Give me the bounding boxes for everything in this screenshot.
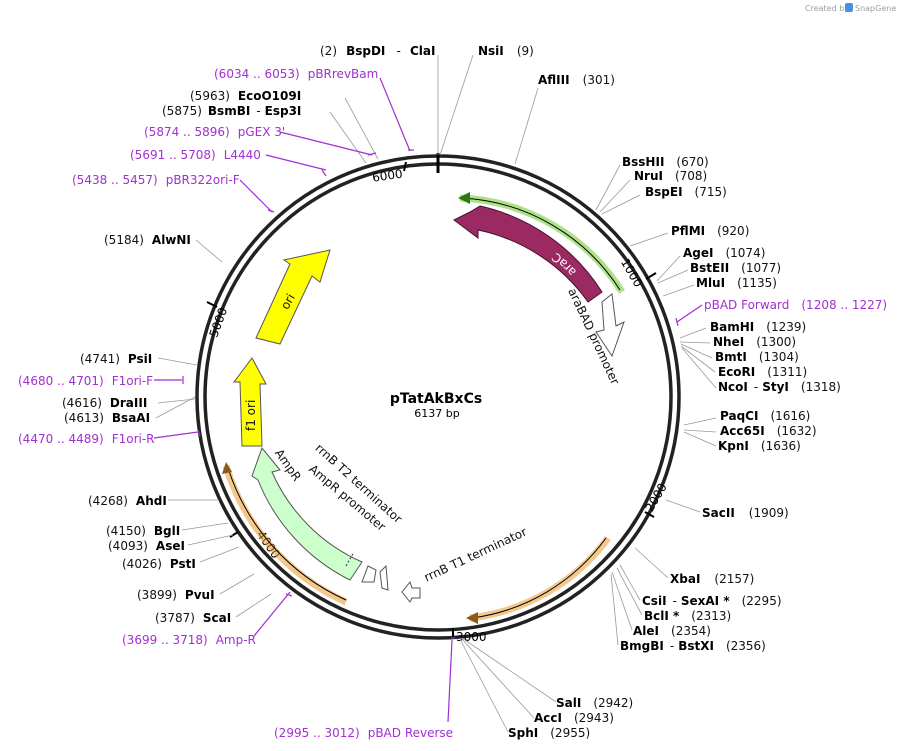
bsmbi-label: (5875)BsmBI-Esp3I <box>162 104 301 118</box>
ampr-label: AmpR <box>272 446 304 483</box>
primer-lines <box>153 77 703 723</box>
ahdi-label: (4268)AhdI <box>88 494 167 508</box>
ori-feature[interactable] <box>255 249 331 345</box>
tick-3000: 3000 <box>456 630 487 644</box>
bamhi-label: BamHI(1239) <box>710 320 806 334</box>
kpni-label: KpnI(1636) <box>718 439 801 453</box>
ampr-promoter-arrow[interactable] <box>361 565 377 583</box>
psii-label: (4741)PsiI <box>80 352 152 366</box>
snapgene-logo-icon <box>845 3 853 12</box>
sphi-label: SphI(2955) <box>508 726 590 740</box>
ncoi-label: NcoI-StyI(1318) <box>718 380 841 394</box>
pflmi-label: PflMI(920) <box>671 224 749 238</box>
pvui-label: (3899)PvuI <box>137 588 215 602</box>
pbad-forward-label: pBAD Forward(1208 .. 1227) <box>704 298 887 312</box>
agei-label: AgeI(1074) <box>683 246 765 260</box>
bmti-label: BmtI(1304) <box>715 350 799 364</box>
tick-1000: 1000 <box>618 256 645 289</box>
draiii-label: (4616)DraIII <box>62 396 147 410</box>
csii-label: CsiI-SexAI *(2295) <box>642 594 782 608</box>
amp-r-label: (3699 .. 3718)Amp-R <box>122 633 256 647</box>
bspdi-label: (2) BspDI - ClaI <box>320 40 435 59</box>
arac-feature[interactable] <box>453 205 603 303</box>
ecori-label: EcoRI(1311) <box>718 365 807 379</box>
f1ori-r-label: (4470 .. 4489)F1ori-R <box>18 432 155 446</box>
leader-lines <box>155 54 717 733</box>
bsshii-label: BssHII(670) <box>622 155 709 169</box>
mlui-label: MluI(1135) <box>696 276 777 290</box>
plasmid-length: 6137 bp <box>414 407 459 420</box>
paqci-label: PaqCI(1616) <box>720 409 810 423</box>
nrui-label: NruI(708) <box>634 169 707 183</box>
created-by-text: Created by <box>805 4 849 13</box>
asei-label: (4093)AseI <box>108 539 185 553</box>
arabad-promoter-feature[interactable] <box>595 293 625 358</box>
sacii-label: SacII(1909) <box>702 506 789 520</box>
nhei-label: NheI(1300) <box>713 335 796 349</box>
f1-ori-label: f1 ori <box>244 400 258 431</box>
ecoo109i-label: (5963)EcoO109I <box>190 89 301 103</box>
plasmid-name: pTatAkBxCs <box>390 391 482 407</box>
rrnb-t2-arrow[interactable] <box>379 564 389 591</box>
ampr-feature[interactable] <box>251 446 363 581</box>
f1ori-f-label: (4680 .. 4701)F1ori-F <box>18 374 153 388</box>
plasmid-backbone <box>195 153 681 640</box>
nsii-label: NsiI (9) <box>478 40 534 59</box>
xbai-label: XbaI(2157) <box>670 572 754 586</box>
acc65i-label: Acc65I(1632) <box>720 424 817 438</box>
psti-label: (4026)PstI <box>122 557 196 571</box>
snapgene-brand: SnapGene <box>855 4 896 13</box>
scai-label: (3787)ScaI <box>155 611 231 625</box>
bmgbi-label: BmgBI-BstXI(2356) <box>620 639 766 653</box>
l4440-label: (5691 .. 5708)L4440 <box>130 148 261 162</box>
pbad-reverse-label: (2995 .. 3012)pBAD Reverse <box>274 726 453 740</box>
acci-label: AccI(2943) <box>534 711 614 725</box>
alei-label: AleI(2354) <box>633 624 711 638</box>
bgli-label: (4150)BglI <box>106 524 180 538</box>
bsteii-label: BstEII(1077) <box>690 261 781 275</box>
afliii-label: AflIII (301) <box>538 69 615 88</box>
ampr-highlight <box>222 464 348 606</box>
pgex3-label: (5874 .. 5896)pGEX 3' <box>144 125 285 139</box>
rrnb-t1-arrow[interactable] <box>401 580 421 603</box>
bsaai-label: (4613)BsaAI <box>64 411 150 425</box>
pbrrevbam-label: (6034 .. 6053)pBRrevBam <box>214 67 378 81</box>
bspei-label: BspEI(715) <box>645 185 727 199</box>
f1-ori-feature[interactable] <box>233 357 267 447</box>
rrnb-t1-label: rrnB T1 terminator <box>422 525 529 585</box>
tick-5000: 5000 <box>207 306 231 339</box>
sali-label: SalI(2942) <box>556 696 633 710</box>
tick-6000: 6000 <box>371 167 403 185</box>
bcli-label: BclI *(2313) <box>644 609 731 623</box>
ori-label: ori <box>278 291 298 312</box>
alwni-label: (5184)AlwNI <box>104 233 191 247</box>
pbr322ori-f-label: (5438 .. 5457)pBR322ori-F <box>72 173 240 187</box>
